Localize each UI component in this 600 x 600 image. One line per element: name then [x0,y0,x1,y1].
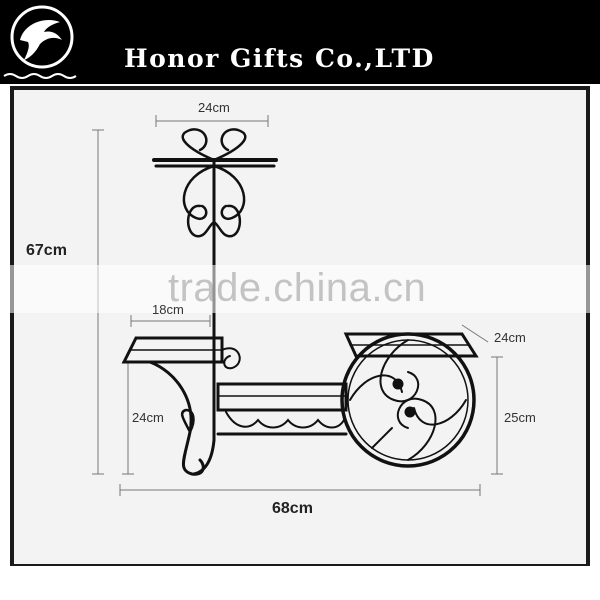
company-logo [0,0,84,84]
footer-band [0,566,600,600]
product-frame [10,86,590,568]
left-shelf-height-label: 24cm [132,410,164,425]
left-shelf-width-label: 18cm [152,302,184,317]
dolphin-logo-icon [0,0,84,84]
watermark-text: trade.china.cn [168,266,427,310]
right-shelf-depth-label: 24cm [494,330,526,345]
watermark-band [0,265,600,313]
wheel-height-label: 25cm [504,410,536,425]
total-height-label: 67cm [26,242,67,259]
header-bar [0,0,600,84]
company-name: Honor Gifts Co.,LTD [124,44,435,73]
total-width-label: 68cm [272,500,313,517]
top-shelf-width-label: 24cm [198,100,230,115]
